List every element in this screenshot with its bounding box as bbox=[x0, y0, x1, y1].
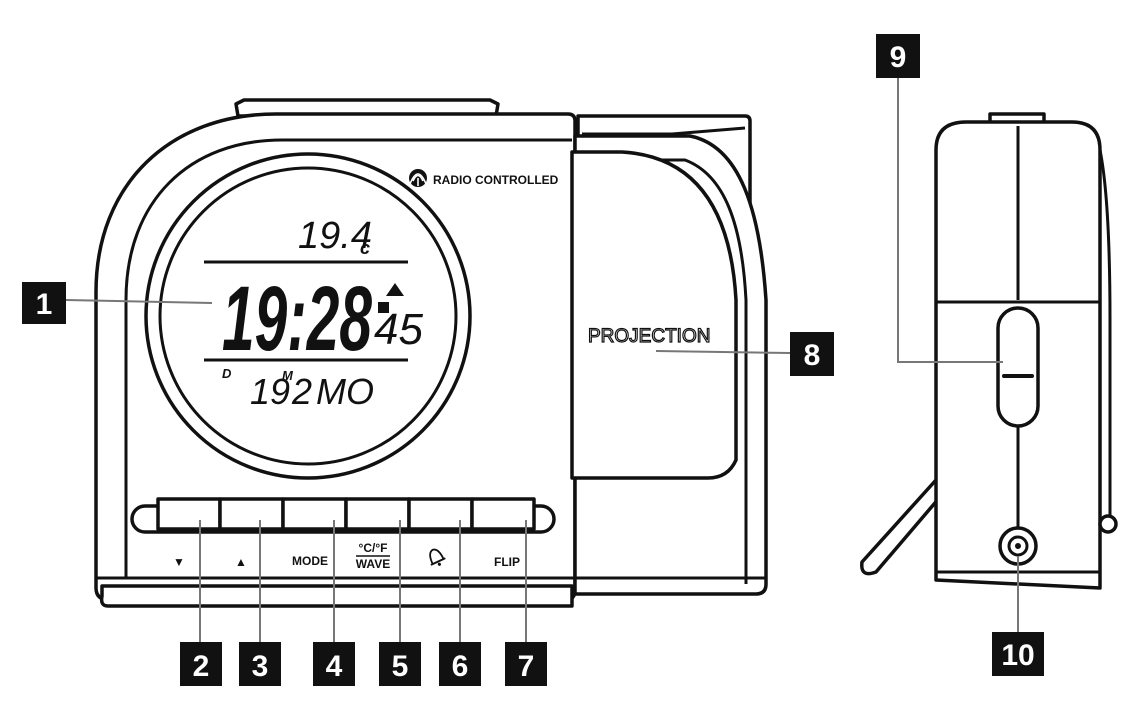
main-inner-outline bbox=[124, 138, 572, 578]
side-inner-outline bbox=[575, 158, 748, 584]
button-flip[interactable] bbox=[470, 497, 536, 531]
lcd-day: 19 bbox=[250, 371, 290, 412]
callout-8: 8 bbox=[790, 332, 834, 376]
bell-icon bbox=[429, 548, 446, 566]
radio-controlled-label: RADIO CONTROLLED bbox=[433, 173, 559, 187]
callout-6: 6 bbox=[439, 642, 481, 686]
button-mode[interactable] bbox=[281, 497, 348, 531]
side-back-knob bbox=[1098, 514, 1118, 534]
callout-1: 1 bbox=[22, 282, 66, 324]
radio-signal-icon bbox=[409, 169, 427, 187]
button-up[interactable] bbox=[218, 497, 285, 531]
base-front-strip bbox=[99, 584, 574, 608]
callout-4: 4 bbox=[313, 642, 355, 686]
lcd-time: 19:28 bbox=[222, 268, 373, 370]
projection-panel bbox=[570, 150, 738, 480]
lcd-up-indicator bbox=[386, 283, 404, 296]
callout-7: 7 bbox=[505, 642, 547, 686]
svg-text:10: 10 bbox=[1001, 639, 1034, 672]
mode-label: MODE bbox=[292, 554, 328, 568]
svg-text:8: 8 bbox=[804, 339, 821, 372]
side-view bbox=[860, 112, 1118, 590]
svg-text:6: 6 bbox=[452, 650, 469, 683]
lcd-month: 2 bbox=[291, 371, 312, 412]
lcd-weekday: MO bbox=[316, 371, 374, 412]
power-jack-pin bbox=[1015, 543, 1021, 549]
wave-label: WAVE bbox=[356, 557, 390, 571]
svg-text:1: 1 bbox=[36, 288, 53, 321]
power-jack-inner bbox=[1007, 535, 1029, 557]
lcd-date-prefix: D bbox=[222, 366, 232, 381]
svg-text:5: 5 bbox=[392, 650, 409, 683]
leader-lines bbox=[65, 78, 1019, 642]
arrow-down-icon: ▼ bbox=[173, 555, 185, 569]
svg-text:2: 2 bbox=[193, 650, 210, 683]
callout-3: 3 bbox=[239, 642, 281, 686]
lcd-inner-ring bbox=[158, 166, 458, 466]
callout-2: 2 bbox=[180, 642, 222, 686]
lcd-outer-ring bbox=[144, 152, 472, 480]
button-down[interactable] bbox=[156, 497, 222, 531]
volume-slider[interactable] bbox=[996, 306, 1040, 428]
svg-text:4: 4 bbox=[326, 650, 343, 683]
callout-10: 10 bbox=[992, 632, 1044, 676]
lcd-square-indicator bbox=[378, 302, 389, 313]
svg-text:3: 3 bbox=[252, 650, 269, 683]
lcd-seconds: 45 bbox=[374, 305, 423, 354]
arrow-up-icon: ▲ bbox=[235, 555, 247, 569]
unit-label: °C/°F bbox=[359, 541, 388, 555]
svg-text:9: 9 bbox=[890, 41, 907, 74]
lcd-temp-unit: c bbox=[360, 238, 370, 258]
front-view: 19.4 c 19:28 45 D 19 M 2 MO RADIO CONTRO… bbox=[94, 98, 768, 608]
button-alarm[interactable] bbox=[407, 497, 474, 531]
callout-9: 9 bbox=[876, 34, 920, 78]
callout-5: 5 bbox=[379, 642, 421, 686]
svg-text:7: 7 bbox=[518, 650, 535, 683]
lcd-temperature: 19.4 bbox=[298, 215, 372, 257]
side-stand-leg bbox=[860, 478, 948, 576]
projection-label: PROJECTION bbox=[588, 326, 710, 347]
flip-label: FLIP bbox=[494, 555, 520, 569]
side-back-edge bbox=[1098, 149, 1112, 522]
lcd-month-marker: M bbox=[282, 368, 294, 383]
